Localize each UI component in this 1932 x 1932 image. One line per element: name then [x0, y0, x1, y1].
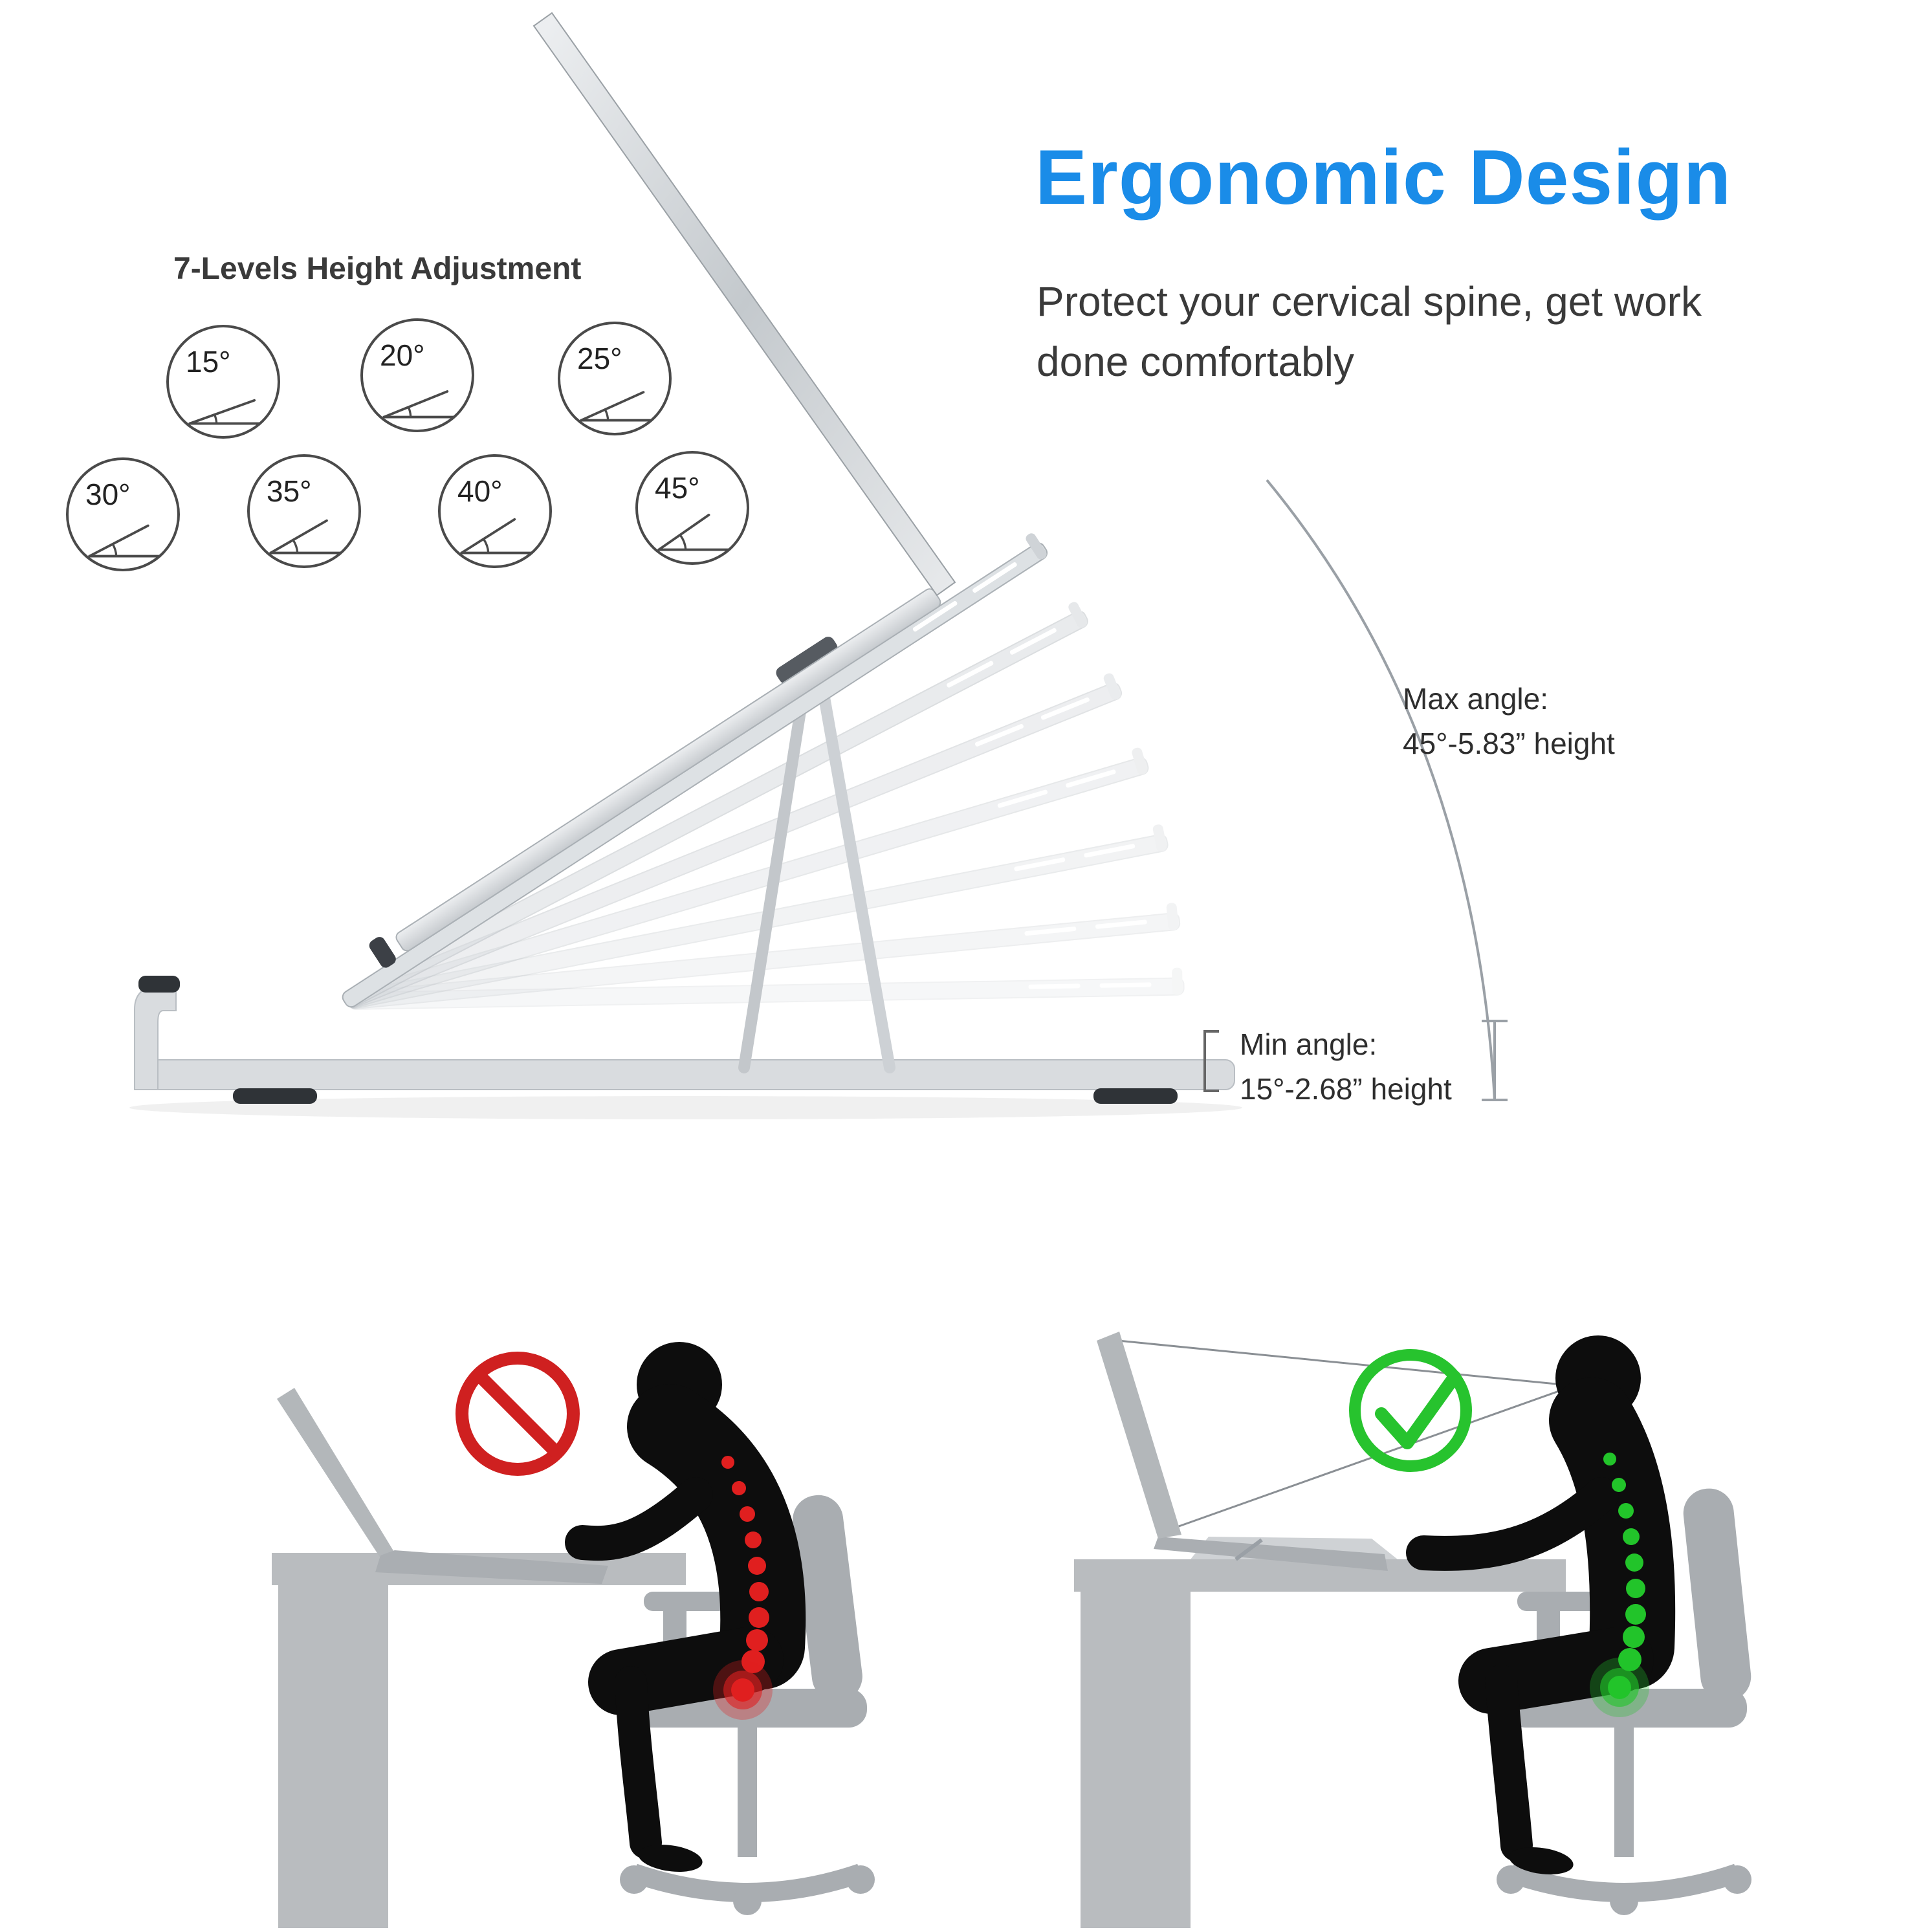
adjustment-heading: 7-Levels Height Adjustment [173, 252, 582, 286]
max-height-dimension [1482, 1020, 1508, 1101]
office-chair [1497, 1488, 1751, 1915]
laptop-screen [532, 12, 956, 597]
min-angle-annotation: Min angle: 15°-2.68” height [1229, 1022, 1452, 1112]
good-posture-scene [1074, 1332, 1751, 1928]
angle-badge-label: 15° [186, 345, 231, 379]
desk [1074, 1559, 1566, 1928]
angle-badge-label: 45° [655, 471, 700, 505]
check-icon [1349, 1349, 1472, 1472]
min-height-dimension [1203, 1030, 1219, 1092]
angle-badge-label: 40° [457, 474, 503, 508]
min-angle-value: 15°-2.68” height [1240, 1072, 1452, 1106]
stand-foot-left [233, 1088, 317, 1104]
desk [272, 1553, 686, 1928]
laptop-on-stand [1097, 1332, 1398, 1571]
angle-badge-label: 30° [85, 478, 131, 511]
laptop-stand-illustration [129, 12, 1242, 1119]
angle-wedge-icon [188, 399, 261, 425]
page-title: Ergonomic Design [1035, 134, 1732, 221]
angle-badge-label: 25° [577, 342, 622, 375]
stand-base [134, 976, 1235, 1104]
page-subtitle: Protect your cervical spine, get work do… [1037, 278, 1702, 385]
plate-front-lip [369, 937, 396, 968]
max-angle-label: Max angle: [1403, 682, 1549, 716]
laptop-on-desk [277, 1388, 608, 1584]
stand-strut [738, 637, 895, 1073]
angle-badge-40: 40° [438, 454, 552, 568]
angle-wedge-icon [657, 513, 730, 551]
spine-healthy-dots [1590, 1453, 1649, 1717]
stand-front-hook [134, 985, 177, 1090]
angle-wedge-icon [460, 518, 532, 554]
max-angle-annotation: Max angle: 45°-5.83” height [1379, 677, 1615, 766]
angle-badge-25: 25° [558, 322, 672, 435]
angle-wedge-icon [382, 390, 455, 419]
stand-ghost-plates [343, 602, 1185, 1010]
spine-pain-dots [713, 1456, 773, 1720]
max-angle-value: 45°-5.83” height [1403, 727, 1615, 760]
angle-badge-20: 20° [360, 318, 474, 432]
bad-posture-scene [272, 1342, 875, 1928]
angle-badge-45: 45° [635, 451, 749, 565]
angle-badge-label: 35° [267, 474, 312, 508]
sight-lines [1104, 1338, 1563, 1531]
angle-wedge-icon [88, 524, 160, 558]
angle-wedge-icon [269, 519, 342, 554]
prohibition-icon [456, 1352, 580, 1476]
stand-top-plate [342, 533, 1048, 1008]
angle-range-arc [1266, 479, 1508, 1101]
hook-rubber-tip [138, 976, 180, 993]
angle-badge-label: 20° [380, 338, 425, 372]
angle-wedge-icon [580, 391, 652, 422]
min-angle-label: Min angle: [1240, 1027, 1378, 1061]
angle-badge-35: 35° [247, 454, 361, 568]
stand-foot-right [1093, 1088, 1178, 1104]
angle-badge-30: 30° [66, 457, 180, 571]
office-chair [620, 1495, 875, 1915]
stand-shadow [129, 1096, 1242, 1119]
angle-badge-15: 15° [166, 325, 280, 439]
person-good-posture [1406, 1335, 1676, 1874]
